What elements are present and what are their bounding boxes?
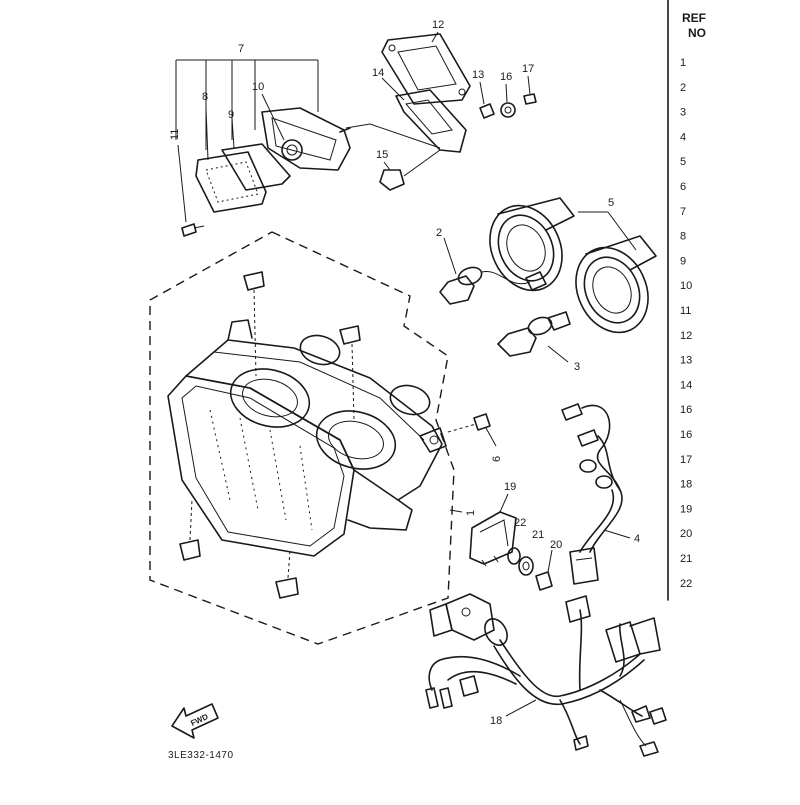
ref-number-row: 16 xyxy=(680,429,692,441)
relay-group: 19 22 21 20 xyxy=(469,481,562,591)
bracket-plate xyxy=(381,33,471,105)
callout-19: 19 xyxy=(504,481,516,493)
nut-16 xyxy=(500,102,516,118)
clip-top-left xyxy=(243,271,265,291)
parking-bulb xyxy=(281,139,303,161)
grommet-15 xyxy=(379,169,405,191)
callout-18: 18 xyxy=(490,715,502,727)
callout-5: 5 xyxy=(608,197,614,209)
callout-2: 2 xyxy=(436,227,442,239)
ref-number-row: 13 xyxy=(680,355,692,367)
callout-17: 17 xyxy=(522,63,534,75)
callout-3: 3 xyxy=(574,361,580,373)
ref-number-row: 16 xyxy=(680,404,692,416)
mounting-bracket-group: 12 14 13 16 17 15 xyxy=(345,19,537,191)
ref-number-row: 5 xyxy=(680,156,686,168)
callout-12: 12 xyxy=(432,19,444,31)
relay-19 xyxy=(469,511,517,565)
callout-13: 13 xyxy=(472,69,484,81)
ref-number-row: 22 xyxy=(680,578,692,590)
clip-bottom-right xyxy=(275,577,299,599)
parking-lamp-housing xyxy=(261,107,351,171)
screw-17 xyxy=(523,93,537,105)
headlight-housing xyxy=(185,339,443,501)
ref-number-row: 7 xyxy=(680,206,686,218)
reflector-right xyxy=(315,410,397,470)
clip-top-right xyxy=(339,325,361,345)
ref-number-row: 17 xyxy=(680,454,692,466)
ref-header-line2: NO xyxy=(688,26,706,40)
forward-arrow: FWD xyxy=(171,703,219,739)
assembly-boundary xyxy=(149,231,455,645)
ref-number-row: 9 xyxy=(680,255,686,267)
headlight-unit: 1 6 xyxy=(149,231,503,645)
ref-number-row: 11 xyxy=(680,305,691,317)
clip-bottom-left xyxy=(179,539,201,561)
callout-7: 7 xyxy=(238,43,244,55)
ref-number-row: 8 xyxy=(680,231,686,243)
ref-number-row: 10 xyxy=(680,280,692,292)
callout-16: 16 xyxy=(500,71,512,83)
ref-number-row: 21 xyxy=(680,553,692,565)
callout-4: 4 xyxy=(634,533,640,545)
ref-header-line1: REF xyxy=(682,11,706,25)
callout-15: 15 xyxy=(376,149,388,161)
harness-connector-top xyxy=(565,595,591,623)
headlight-bulb-3 xyxy=(497,327,537,357)
callout-10: 10 xyxy=(252,81,264,93)
parking-lamp-gasket xyxy=(221,143,291,191)
ref-number-row: 3 xyxy=(680,107,686,119)
ref-number-row: 1 xyxy=(680,57,686,69)
ref-number-row: 12 xyxy=(680,330,692,342)
bulb-cover-lower xyxy=(575,246,649,334)
sub-lead-connector xyxy=(569,547,599,585)
washer-22 xyxy=(507,547,521,565)
sub-lead-4: 4 xyxy=(561,403,640,585)
bolt-20 xyxy=(535,571,553,591)
callout-6: 6 xyxy=(491,456,503,462)
callout-8: 8 xyxy=(202,91,208,103)
callout-9: 9 xyxy=(228,109,234,121)
parking-lamp-assembly: 7 8 9 10 11 xyxy=(169,43,351,237)
callout-22: 22 xyxy=(514,517,526,529)
parking-lamp-lens xyxy=(195,151,267,213)
callout-21: 21 xyxy=(532,529,544,541)
bulb-cover-upper xyxy=(489,204,563,292)
lens-pattern xyxy=(209,409,313,531)
ref-number-row: 14 xyxy=(680,379,692,391)
ref-number-row: 6 xyxy=(680,181,686,193)
fwd-label: FWD xyxy=(189,712,210,728)
reference-table: REF NO 123456789101112131416161718192021… xyxy=(667,0,706,601)
headlight-bracket xyxy=(395,89,467,153)
callout-14: 14 xyxy=(372,67,384,79)
bulbs-and-covers: 2 3 5 xyxy=(436,197,657,373)
headlight-bulb-2 xyxy=(439,275,475,305)
screw-6 xyxy=(473,413,491,431)
callout-1: 1 xyxy=(465,510,477,516)
reflector-left xyxy=(229,368,311,428)
ref-number-row: 20 xyxy=(680,528,692,540)
harness-connector-left xyxy=(445,593,495,641)
diagram-code: 3LE332-1470 xyxy=(168,750,234,761)
ref-number-row: 4 xyxy=(680,131,686,143)
ref-number-row: 2 xyxy=(680,82,686,94)
washer-21 xyxy=(518,556,534,576)
ref-number-row: 19 xyxy=(680,503,692,515)
ref-number-row: 18 xyxy=(680,479,692,491)
wire-harness-18: 18 xyxy=(425,593,667,757)
bolt-13 xyxy=(479,103,495,119)
callout-20: 20 xyxy=(550,539,562,551)
callout-11: 11 xyxy=(169,129,181,140)
fwd-arrow-icon xyxy=(171,703,219,739)
parking-lamp-screw xyxy=(181,223,197,237)
headlight-lens xyxy=(167,375,355,557)
